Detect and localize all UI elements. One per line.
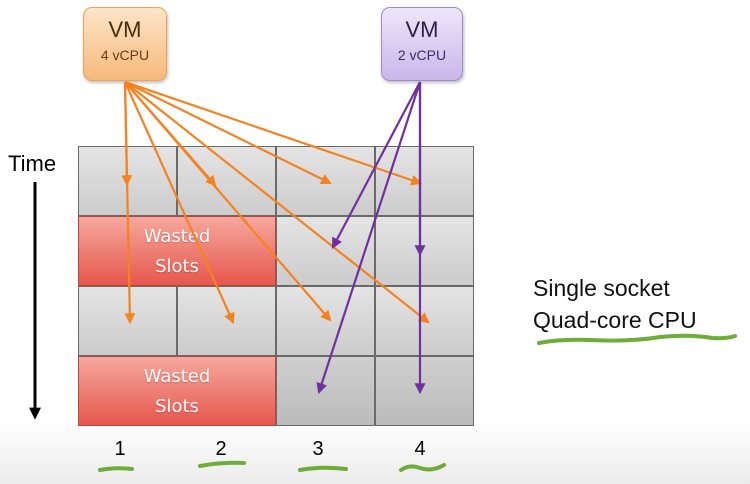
vm-2vcpu-box: VM 2 vCPU xyxy=(381,7,463,81)
core-label-3: 3 xyxy=(312,438,324,460)
vm-4vcpu-subtitle: 4 vCPU xyxy=(100,47,150,63)
slide-bottom-fade xyxy=(0,420,750,484)
wasted-slots-block: Wasted Slots xyxy=(78,216,276,286)
orange-arrow xyxy=(124,80,423,186)
slot-r4-c3 xyxy=(276,356,375,426)
slot-r2-c4 xyxy=(375,216,474,286)
core-2-underline xyxy=(198,460,246,468)
core-3-underline xyxy=(298,465,348,472)
time-axis-label: Time xyxy=(8,151,57,176)
vm-4vcpu-box: VM 4 vCPU xyxy=(83,7,167,81)
orange-arrow xyxy=(124,81,430,324)
vm-2vcpu-subtitle: 2 vCPU xyxy=(397,47,447,63)
orange-arrow xyxy=(124,81,332,185)
slot-r2-c3 xyxy=(276,216,375,286)
purple-arrow xyxy=(316,81,422,395)
orange-arrow xyxy=(123,81,235,325)
wasted-slots-line2: Slots xyxy=(155,256,199,277)
wasted-slots-line1: Wasted xyxy=(143,226,211,247)
orange-arrow xyxy=(124,81,332,322)
wasted-slots-line1: Wasted xyxy=(143,366,211,387)
orange-arrow xyxy=(123,81,136,325)
vm-4vcpu-title: VM xyxy=(108,17,142,42)
core-label-4: 4 xyxy=(414,438,426,460)
vm-2vcpu-title: VM xyxy=(405,17,439,42)
core-label-1: 1 xyxy=(114,438,126,460)
core-1-underline xyxy=(98,466,134,472)
cpu-label-line2: Quad-core CPU xyxy=(533,307,697,333)
core-label-2: 2 xyxy=(215,438,227,460)
slot-r1-c4 xyxy=(375,146,474,216)
slot-r1-c2 xyxy=(177,146,276,216)
purple-arrow xyxy=(331,81,421,249)
wasted-slots-block: Wasted Slots xyxy=(78,356,276,426)
core-4-underline xyxy=(399,463,446,472)
wasted-slots-line2: Slots xyxy=(155,396,199,417)
cpu-label-underline xyxy=(537,333,737,345)
cpu-label-line1: Single socket xyxy=(533,275,670,301)
